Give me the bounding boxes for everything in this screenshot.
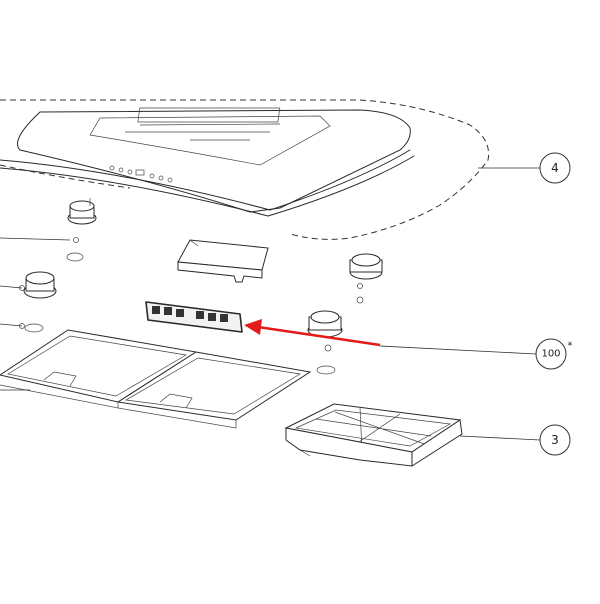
highlight-arrow <box>244 319 381 347</box>
mounting-bracket <box>177 239 269 283</box>
hood-right-edge <box>267 149 415 217</box>
hood-top-plate <box>17 109 411 213</box>
lamp-holder-upper-left <box>66 198 97 262</box>
hood-front-edge <box>0 159 271 211</box>
callout-100: 100 * <box>535 338 573 370</box>
hood-inner-lines <box>125 123 281 141</box>
svg-text:4: 4 <box>551 161 559 175</box>
lamp-holder-mid-left <box>23 271 57 333</box>
control-board <box>145 301 243 333</box>
hood-vent-slot <box>137 107 281 123</box>
grease-filter-right <box>116 351 312 429</box>
carbon-filter <box>284 403 463 467</box>
hood-dashed-outline-left <box>0 164 131 189</box>
hood-front-edge-2 <box>0 167 269 217</box>
lamp-holder-center <box>307 310 343 375</box>
hood-canopy <box>0 99 490 240</box>
callout-4: 4 <box>539 152 571 184</box>
callout-100-asterisk: * <box>568 341 573 352</box>
hood-control-buttons <box>109 165 173 183</box>
leader-100 <box>379 345 537 355</box>
leader-3 <box>459 435 541 441</box>
svg-text:3: 3 <box>551 433 559 447</box>
left-leaders <box>0 237 71 391</box>
lamp-holder-right <box>349 253 383 304</box>
control-board-relays <box>152 306 228 322</box>
svg-text:100: 100 <box>541 349 560 360</box>
hood-inner-panel <box>89 115 331 166</box>
callout-3: 3 <box>539 424 571 456</box>
